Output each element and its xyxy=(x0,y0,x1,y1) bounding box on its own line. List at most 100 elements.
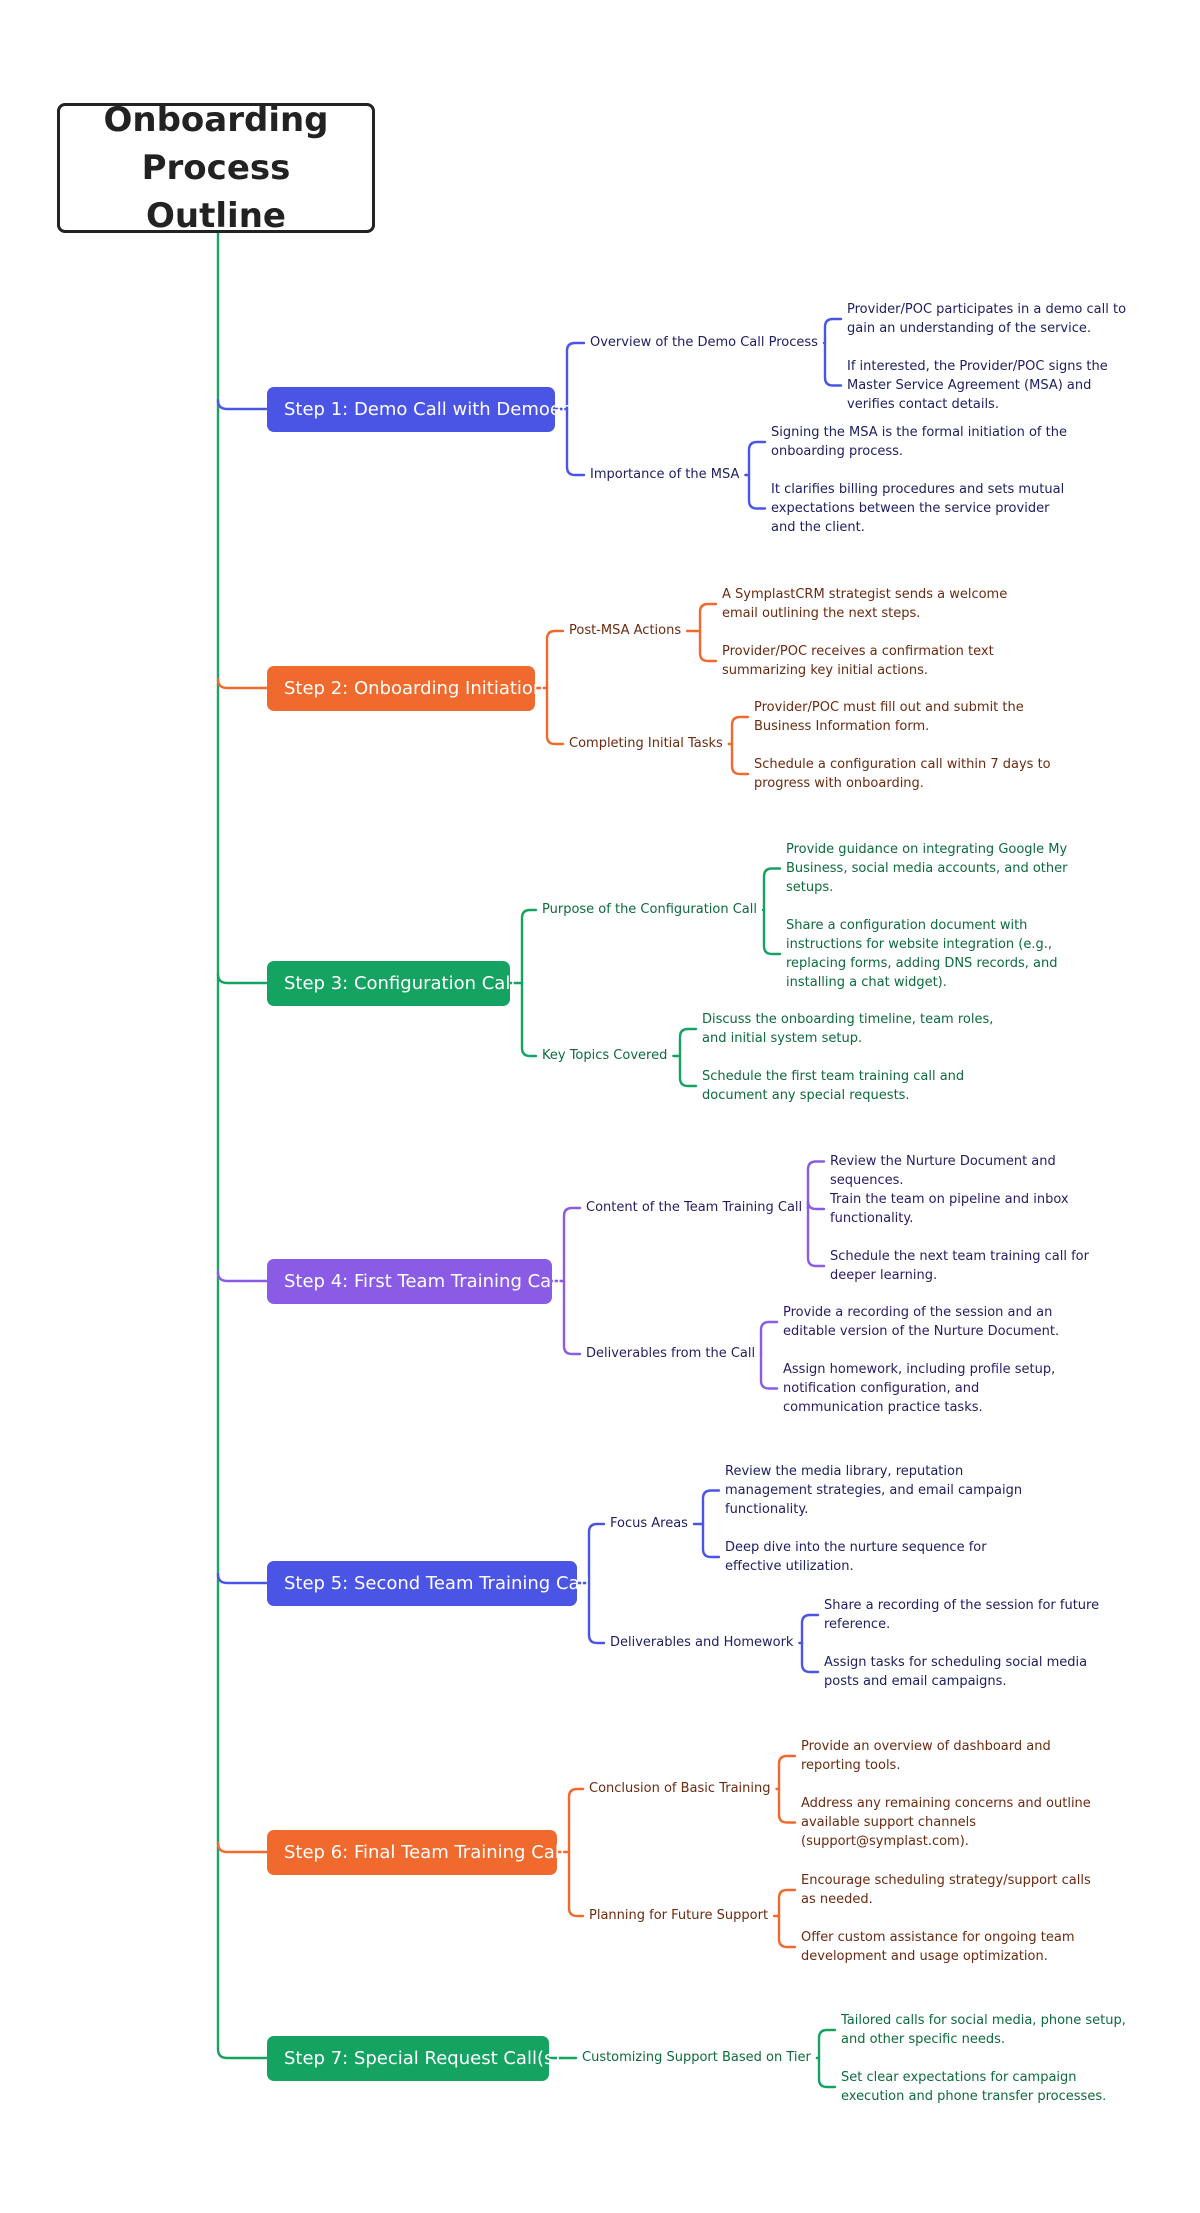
step-6-topic-1-point-2: Address any remaining concerns and outli… xyxy=(801,1796,1091,1849)
step-4-topic-2-points-bracket-branch-0 xyxy=(759,1320,779,1356)
step-1-topic-2[interactable]: Importance of the MSA xyxy=(590,467,740,482)
step-7-topic-1-points-bracket-branch-1 xyxy=(817,2056,837,2089)
step-4-topic-1-point-3: Schedule the next team training call for… xyxy=(830,1249,1089,1283)
step-4-connector xyxy=(216,1270,269,1283)
step-6-topic-2-points-bracket-branch-1 xyxy=(777,1914,797,1949)
step-1-node[interactable]: Step 1: Demo Call with Demoer xyxy=(267,387,568,432)
step-6-topic-2-points-bracket-branch-0 xyxy=(777,1888,797,1918)
step-4-label: Step 4: First Team Training Call xyxy=(284,1271,562,1292)
step-1-label: Step 1: Demo Call with Demoer xyxy=(284,399,569,420)
step-5-topic-1-points-bracket-branch-0 xyxy=(701,1489,721,1526)
step-3-topics-bracket-branch-0 xyxy=(520,908,538,985)
step-5-connector xyxy=(216,1572,269,1585)
step-6-topics-bracket-branch-1 xyxy=(567,1850,585,1918)
step-1-topics-bracket-branch-0 xyxy=(565,341,586,411)
step-4-topic-2-point-2: Assign homework, including profile setup… xyxy=(783,1362,1056,1415)
step-6-topic-1-point-1: Provide an overview of dashboard and rep… xyxy=(801,1739,1051,1773)
step-5-topic-2-points-bracket-branch-1 xyxy=(800,1641,820,1674)
step-5-topic-1-points-bracket-branch-1 xyxy=(701,1522,721,1559)
step-7-topic-1[interactable]: Customizing Support Based on Tier xyxy=(582,2050,811,2065)
step-2-connector xyxy=(216,677,269,690)
step-2-topic-2-point-2: Schedule a configuration call within 7 d… xyxy=(754,757,1051,791)
step-6-topic-1-points-bracket-branch-0 xyxy=(777,1754,797,1791)
step-6-topics-bracket-branch-0 xyxy=(567,1787,585,1854)
step-2-topic-2-point-1: Provider/POC must fill out and submit th… xyxy=(754,700,1024,734)
step-6-topic-1[interactable]: Conclusion of Basic Training xyxy=(589,1781,771,1796)
step-7-label: Step 7: Special Request Call(s) xyxy=(284,2048,561,2069)
step-1-topic-1-point-1: Provider/POC participates in a demo call… xyxy=(847,302,1127,336)
step-1-topic-2-point-1: Signing the MSA is the formal initiation… xyxy=(771,425,1067,459)
root-title: Onboarding Process Outline xyxy=(103,100,329,236)
step-2-node[interactable]: Step 2: Onboarding Initiation xyxy=(267,666,544,711)
step-5-topics-bracket-branch-0 xyxy=(587,1522,606,1585)
step-2-topics-bracket-branch-0 xyxy=(545,629,565,690)
step-1-topic-2-points-bracket-branch-1 xyxy=(747,473,767,510)
step-6-topic-2-point-2: Offer custom assistance for ongoing team… xyxy=(801,1930,1075,1964)
step-3-topics-bracket-branch-1 xyxy=(520,981,538,1058)
step-4-topic-1-points-bracket-branch-0 xyxy=(806,1160,826,1210)
step-4-topics-bracket-branch-1 xyxy=(562,1279,582,1356)
step-1-topic-2-point-2: It clarifies billing procedures and sets… xyxy=(771,482,1065,535)
step-1-connector xyxy=(216,398,269,411)
step-2-topic-1-point-2: Provider/POC receives a confirmation tex… xyxy=(722,644,994,678)
step-5-node[interactable]: Step 5: Second Team Training Call xyxy=(267,1561,590,1606)
step-3-topic-2-points-bracket-branch-1 xyxy=(678,1054,698,1088)
step-6-topic-2[interactable]: Planning for Future Support xyxy=(589,1908,769,1923)
step-2-topics-bracket-branch-1 xyxy=(545,686,565,746)
step-5-topic-2-point-2: Assign tasks for scheduling social media… xyxy=(824,1655,1088,1689)
step-5-topic-2[interactable]: Deliverables and Homework xyxy=(610,1635,794,1650)
step-6-label: Step 6: Final Team Training Call xyxy=(284,1842,565,1863)
step-5-topic-2-points-bracket-branch-0 xyxy=(800,1613,820,1645)
step-4-topic-2[interactable]: Deliverables from the Call xyxy=(586,1346,756,1361)
step-5-topic-1-point-1: Review the media library, reputation man… xyxy=(725,1464,1023,1517)
step-4-topic-1-point-2: Train the team on pipeline and inbox fun… xyxy=(830,1192,1069,1226)
step-4-topic-1-point-1: Review the Nurture Document and sequence… xyxy=(830,1154,1056,1188)
step-1-topic-2-points-bracket-branch-0 xyxy=(747,440,767,477)
step-5-topics-bracket-branch-1 xyxy=(587,1581,606,1645)
step-4-topic-2-point-1: Provide a recording of the session and a… xyxy=(783,1305,1060,1339)
step-3-label: Step 3: Configuration Call xyxy=(284,973,516,994)
step-4-topic-1[interactable]: Content of the Team Training Call xyxy=(586,1200,803,1215)
step-4-topics-bracket-branch-0 xyxy=(562,1206,582,1283)
step-3-node[interactable]: Step 3: Configuration Call xyxy=(267,961,515,1006)
step-3-connector xyxy=(216,972,269,985)
step-2-label: Step 2: Onboarding Initiation xyxy=(284,678,545,699)
step-2-topic-1-point-1: A SymplastCRM strategist sends a welcome… xyxy=(722,587,1008,621)
step-5-topic-2-point-1: Share a recording of the session for fut… xyxy=(824,1598,1100,1632)
step-1-topic-1-points-bracket-branch-0 xyxy=(823,317,843,345)
step-2-topic-2[interactable]: Completing Initial Tasks xyxy=(569,736,723,751)
root-title-box[interactable]: Onboarding Process Outline xyxy=(57,100,375,236)
step-3-topic-2-points-bracket-branch-0 xyxy=(678,1027,698,1058)
step-2-topic-1-points-bracket-branch-1 xyxy=(698,629,718,663)
step-3-topic-1-points-bracket-branch-0 xyxy=(762,867,782,912)
step-2-topic-2-points-bracket-branch-1 xyxy=(730,742,750,776)
step-6-node[interactable]: Step 6: Final Team Training Call xyxy=(267,1830,565,1875)
step-2-topic-1-points-bracket-branch-0 xyxy=(698,602,718,633)
step-3-topic-1-point-2: Share a configuration document with inst… xyxy=(786,918,1058,990)
step-3-topic-2-point-1: Discuss the onboarding timeline, team ro… xyxy=(702,1012,994,1046)
step-3-topic-1-points-bracket-branch-1 xyxy=(762,908,782,956)
step-1-topic-1-points-bracket-branch-1 xyxy=(823,341,843,387)
step-4-node[interactable]: Step 4: First Team Training Call xyxy=(267,1259,561,1304)
step-2-topic-2-points-bracket-branch-0 xyxy=(730,715,750,746)
step-3-topic-2[interactable]: Key Topics Covered xyxy=(542,1048,668,1063)
step-6-connector xyxy=(216,1841,269,1854)
step-7-topic-1-point-1: Tailored calls for social media, phone s… xyxy=(841,2013,1126,2047)
step-3-topic-2-point-2: Schedule the first team training call an… xyxy=(702,1069,965,1103)
step-1-topic-1[interactable]: Overview of the Demo Call Process xyxy=(590,335,818,350)
step-3-topic-1[interactable]: Purpose of the Configuration Call xyxy=(542,902,757,917)
step-1-topic-1-point-2: If interested, the Provider/POC signs th… xyxy=(847,359,1108,412)
step-7-node[interactable]: Step 7: Special Request Call(s) xyxy=(267,2036,560,2081)
step-7-topic-1-points-bracket-branch-0 xyxy=(817,2028,837,2060)
step-3-topic-1-point-1: Provide guidance on integrating Google M… xyxy=(786,842,1068,895)
step-2-topic-1[interactable]: Post-MSA Actions xyxy=(569,623,682,638)
step-7-topic-1-point-2: Set clear expectations for campaign exec… xyxy=(841,2070,1107,2104)
step-7-connector xyxy=(216,2047,269,2060)
step-5-topic-1-point-2: Deep dive into the nurture sequence for … xyxy=(725,1540,987,1574)
step-4-topic-1-points-bracket-branch-2 xyxy=(806,1206,826,1268)
step-4-topic-2-points-bracket-branch-1 xyxy=(759,1352,779,1390)
step-5-topic-1[interactable]: Focus Areas xyxy=(610,1516,688,1531)
step-6-topic-2-point-1: Encourage scheduling strategy/support ca… xyxy=(801,1873,1091,1907)
